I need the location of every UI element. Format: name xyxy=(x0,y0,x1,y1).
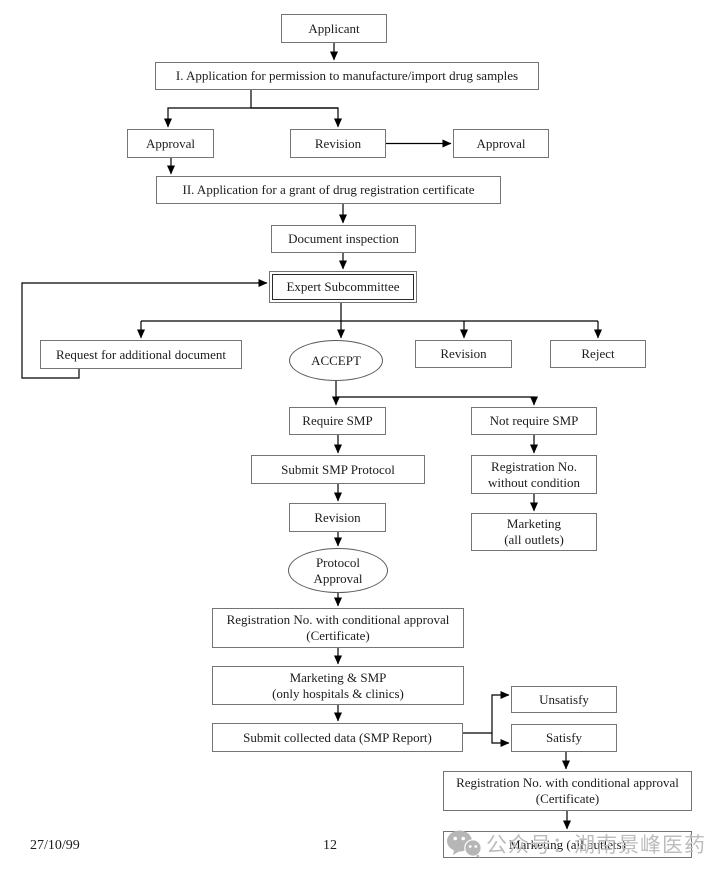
edge-split-approval1 xyxy=(164,107,338,128)
edge-branch-satisfy xyxy=(491,733,510,747)
edge-split-revision1 xyxy=(251,107,342,128)
wechat-icon xyxy=(447,830,482,858)
edge-accept-notrequire xyxy=(336,396,538,406)
edge-branch-unsatisfy xyxy=(491,691,510,733)
wechat-watermark: 公众号：湖南景峰医药 xyxy=(446,829,704,859)
footer-page-number: 12 xyxy=(323,838,337,853)
edge-feedback-to-expert xyxy=(21,279,268,379)
wechat-watermark-text: 公众号：湖南景峰医药 xyxy=(486,834,704,857)
footer-date: 27/10/99 xyxy=(30,838,80,853)
